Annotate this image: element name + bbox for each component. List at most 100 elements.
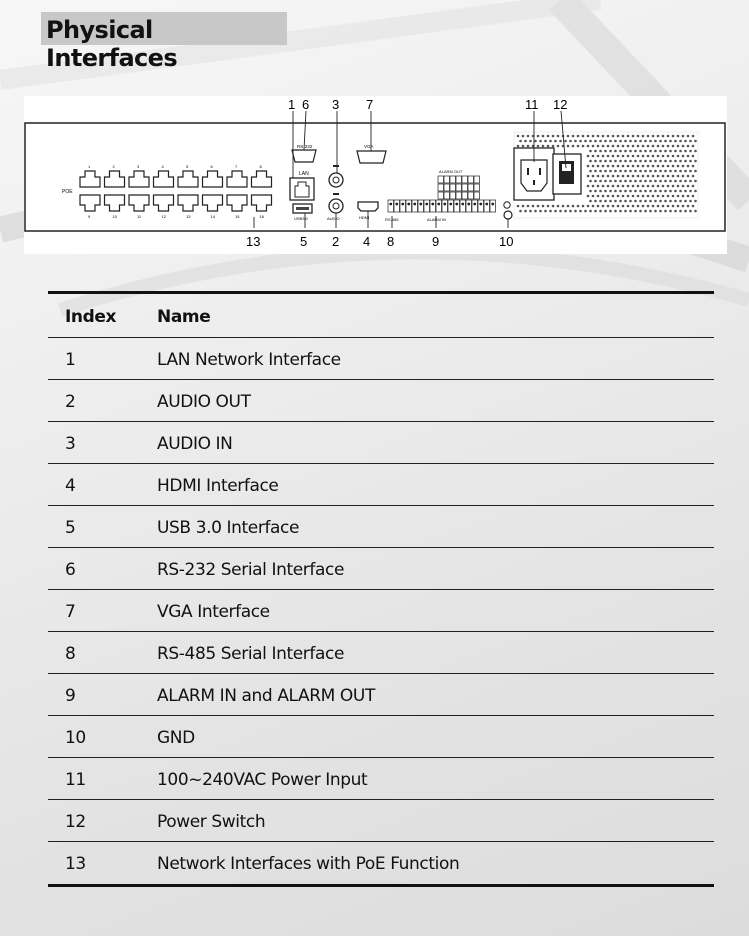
terminal-pin <box>423 199 430 213</box>
vent-hole <box>626 154 630 158</box>
callout-6: 6 <box>302 97 309 112</box>
table-bottom-rule <box>48 884 714 887</box>
vent-hole <box>631 154 635 158</box>
terminal-screw <box>389 202 393 206</box>
vent-hole <box>664 169 667 173</box>
vent-hole <box>541 204 545 208</box>
vent-hole <box>661 184 665 188</box>
vent-hole <box>576 134 580 138</box>
vent-hole <box>599 159 602 163</box>
vent-hole <box>574 139 577 143</box>
vent-hole <box>631 174 635 178</box>
vent-hole <box>606 154 610 158</box>
vent-hole <box>686 154 690 158</box>
vent-hole <box>621 174 625 178</box>
terminal-screw <box>443 202 447 206</box>
vent-hole <box>604 209 607 213</box>
vent-hole <box>659 209 662 213</box>
vent-hole <box>591 184 595 188</box>
vent-hole <box>584 209 587 213</box>
vent-hole <box>689 149 692 153</box>
vent-hole <box>689 199 692 203</box>
vent-hole <box>659 149 662 153</box>
vent-hole <box>526 144 530 148</box>
usb-silk-label: USB3.0 <box>294 216 309 221</box>
terminal-pin <box>471 199 478 213</box>
row-name: HDMI Interface <box>157 476 279 496</box>
vent-hole <box>689 189 692 193</box>
vent-hole <box>566 134 570 138</box>
vent-hole <box>659 189 662 193</box>
callout-12: 12 <box>553 97 567 112</box>
vent-hole <box>654 169 657 173</box>
vent-hole <box>681 134 685 138</box>
vent-hole <box>666 134 670 138</box>
terminal-screw <box>395 202 399 206</box>
vent-hole <box>616 204 620 208</box>
row-name: Network Interfaces with PoE Function <box>157 854 460 874</box>
gnd-symbol <box>503 201 511 209</box>
vent-hole <box>651 164 655 168</box>
vga-silk-label: VGA <box>364 144 374 149</box>
poe-port <box>177 170 199 188</box>
vent-hole <box>559 139 562 143</box>
terminal-pin <box>437 175 444 184</box>
vent-hole <box>576 144 580 148</box>
vent-hole <box>636 154 640 158</box>
vent-hole <box>624 209 627 213</box>
vent-hole <box>654 139 657 143</box>
vent-hole <box>684 139 687 143</box>
terminal-pin <box>443 191 450 200</box>
vent-hole <box>601 134 605 138</box>
vent-hole <box>609 209 612 213</box>
vent-hole <box>621 184 625 188</box>
vent-hole <box>596 134 600 138</box>
vent-hole <box>649 199 652 203</box>
vent-hole <box>564 139 567 143</box>
terminal-pin <box>467 183 474 192</box>
vent-hole <box>659 159 662 163</box>
vent-hole <box>681 204 685 208</box>
vent-hole <box>689 209 692 213</box>
row-index: 9 <box>65 686 76 706</box>
vent-hole <box>589 169 592 173</box>
vent-hole <box>624 179 627 183</box>
terminal-pin <box>449 175 456 184</box>
vent-hole <box>626 144 630 148</box>
vent-hole <box>686 184 690 188</box>
terminal-pin <box>437 183 444 192</box>
vent-hole <box>614 159 617 163</box>
terminal-screw <box>455 202 459 206</box>
vent-hole <box>674 179 677 183</box>
vent-hole <box>636 144 640 148</box>
vent-hole <box>654 159 657 163</box>
vent-hole <box>664 199 667 203</box>
vent-hole <box>561 204 565 208</box>
vent-hole <box>626 174 630 178</box>
vent-hole <box>646 154 650 158</box>
terminal-pin <box>461 191 468 200</box>
terminal-screw <box>425 202 429 206</box>
power-inlet-pin-ground <box>533 180 535 185</box>
poe-port <box>250 170 273 188</box>
vent-hole <box>639 169 642 173</box>
vent-hole <box>684 189 687 193</box>
vent-hole <box>626 204 630 208</box>
poe-port-number: 13 <box>186 214 191 219</box>
vent-hole <box>599 189 602 193</box>
vent-hole <box>594 139 597 143</box>
terminal-screw <box>431 202 435 206</box>
terminal-screw <box>485 202 489 206</box>
vent-hole <box>599 139 602 143</box>
vent-hole <box>679 149 682 153</box>
vent-hole <box>621 144 625 148</box>
vent-hole <box>556 204 560 208</box>
poe-port-number: 6 <box>211 164 214 169</box>
vent-hole <box>594 199 597 203</box>
vent-hole <box>529 139 532 143</box>
terminal-pin <box>467 191 474 200</box>
terminal-screw <box>461 202 465 206</box>
vent-hole <box>669 179 672 183</box>
vent-hole <box>679 159 682 163</box>
